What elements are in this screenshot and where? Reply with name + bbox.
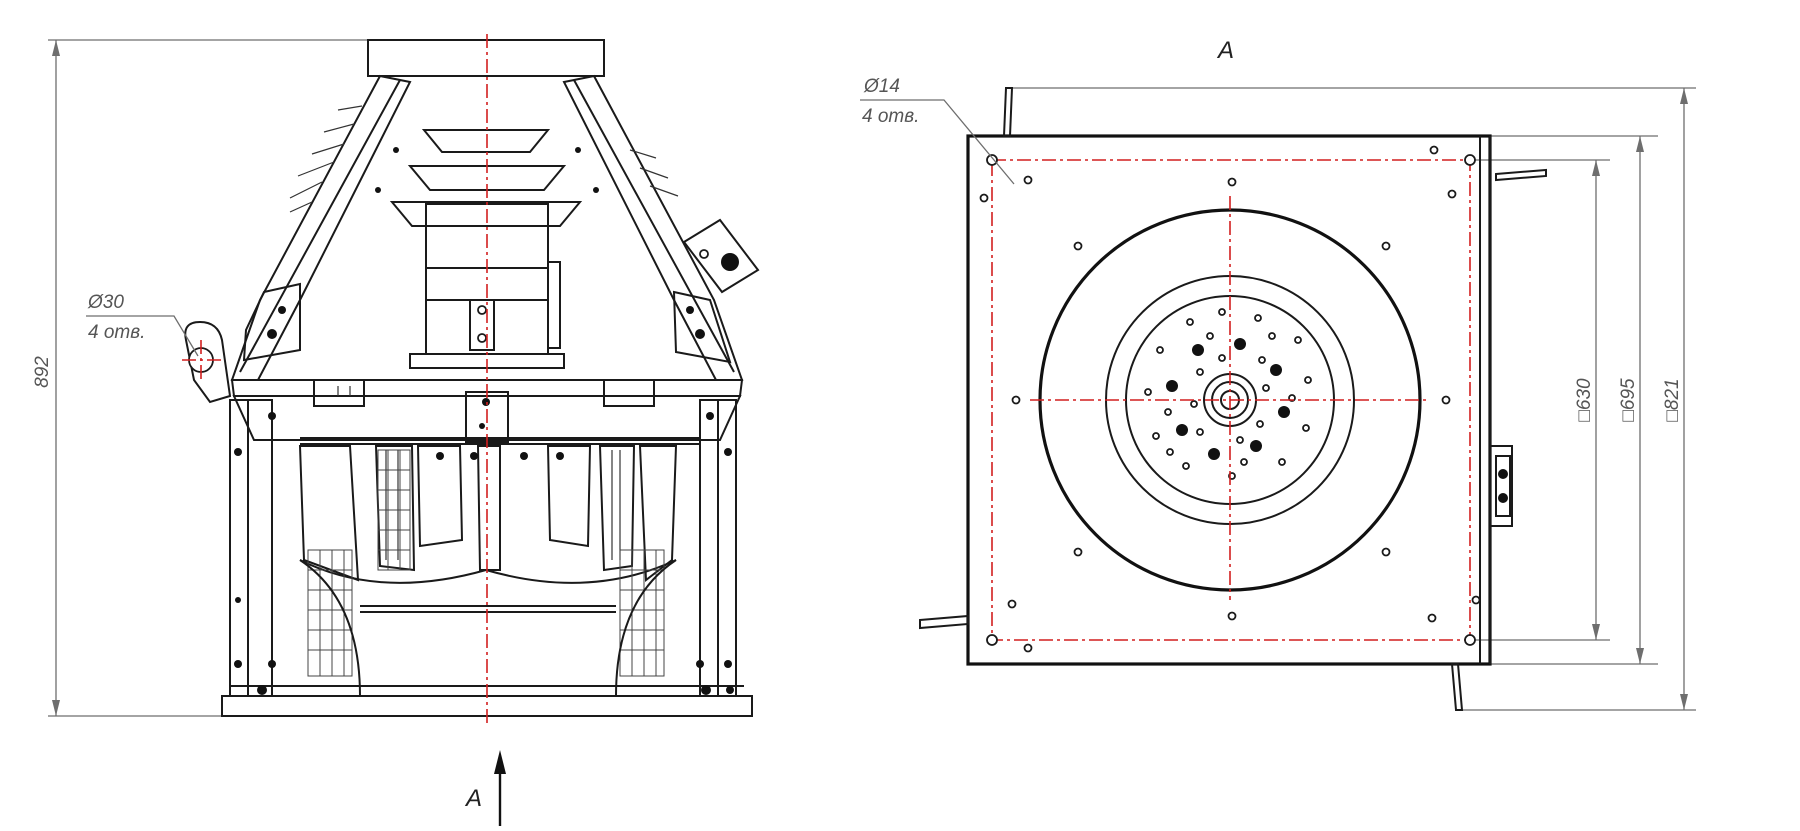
view-arrow-label: A — [464, 785, 482, 812]
junction-box — [682, 218, 760, 294]
side-view: 892 — [32, 34, 760, 826]
height-dimension: 892 — [32, 39, 370, 717]
side-hole-diameter: Ø30 — [87, 292, 124, 313]
view-title: A — [1216, 37, 1234, 64]
hub-holes — [1144, 308, 1312, 480]
perimeter-holes — [979, 145, 1481, 653]
mounting-lug: Ø30 4 отв. — [86, 292, 232, 404]
top-hood — [367, 39, 605, 77]
corner-tabs — [919, 87, 1547, 711]
top-hole-callout: Ø14 4 отв. — [860, 76, 1015, 185]
side-grilles — [307, 449, 665, 677]
dim-695: □695 — [1618, 378, 1639, 422]
rain-cone — [389, 129, 583, 227]
top-hole-count: 4 отв. — [862, 106, 919, 127]
view-arrow: A — [464, 750, 506, 826]
top-view: A □630 □695 □821 — [860, 37, 1696, 711]
mounting-holes — [986, 154, 1476, 646]
top-junction-box — [1489, 445, 1513, 527]
dim-821: □821 — [1662, 378, 1683, 421]
side-hole-count: 4 отв. — [88, 322, 145, 343]
top-hole-diameter: Ø14 — [863, 76, 900, 97]
triangular-frame — [230, 74, 744, 381]
dimension-lines: □630 □695 □821 — [1008, 87, 1696, 711]
dim-630: □630 — [1574, 378, 1595, 422]
bolt-circle-square — [991, 159, 1471, 641]
height-dim-label: 892 — [32, 356, 53, 388]
